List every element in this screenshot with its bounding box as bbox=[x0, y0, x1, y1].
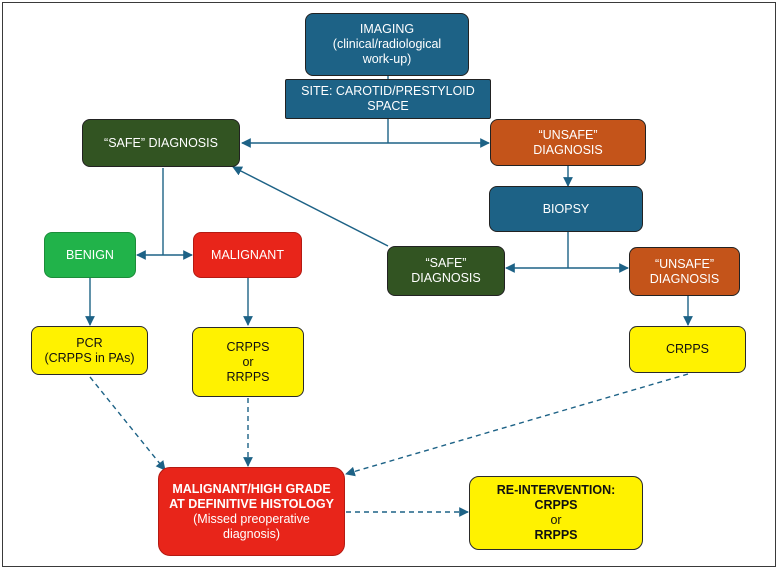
node-crpps-line1: CRPPS bbox=[665, 342, 710, 356]
node-malignant-high-grade-line2: AT DEFINITIVE HISTOLOGY bbox=[169, 496, 334, 511]
dashed-crpps2-malignant bbox=[345, 373, 689, 477]
node-unsafe-diagnosis-2: “UNSAFE” DIAGNOSIS bbox=[629, 247, 740, 296]
node-unsafe-diagnosis-1: “UNSAFE” DIAGNOSIS bbox=[490, 119, 646, 166]
node-safe-diagnosis-2-line1: “SAFE” bbox=[425, 256, 467, 270]
node-reintervention-line2: CRPPS bbox=[534, 498, 578, 512]
node-unsafe-diagnosis-2-line2: DIAGNOSIS bbox=[649, 271, 720, 286]
node-pcr-line1: PCR bbox=[76, 335, 103, 350]
node-reintervention-line4: RRPPS bbox=[534, 528, 578, 542]
node-malignant-high-grade-line3: (Missed preoperative bbox=[193, 511, 310, 526]
node-malignant-high-grade: MALIGNANT/HIGH GRADE AT DEFINITIVE HISTO… bbox=[158, 467, 345, 556]
node-crpps-or-rrpps-line1: CRPPS bbox=[226, 339, 270, 354]
node-crpps-or-rrpps-line3: RRPPS bbox=[226, 369, 270, 384]
node-site-line1: SITE: CAROTID/PRESTYLOID bbox=[301, 84, 475, 98]
node-malignant-line1: MALIGNANT bbox=[211, 247, 284, 262]
node-site-line2: SPACE bbox=[367, 99, 409, 113]
node-unsafe-diagnosis-1-line1: “UNSAFE” bbox=[538, 127, 598, 142]
node-imaging-line2: (clinical/radiological bbox=[332, 37, 442, 51]
node-unsafe-diagnosis-1-line2: DIAGNOSIS bbox=[533, 142, 603, 157]
node-imaging-line3: work-up) bbox=[362, 52, 412, 66]
dashed-pcr-malignant bbox=[89, 376, 166, 471]
arrow-safe2-safe1 bbox=[232, 166, 389, 247]
node-pcr: PCR (CRPPS in PAs) bbox=[31, 326, 148, 375]
node-site: SITE: CAROTID/PRESTYLOID SPACE bbox=[285, 79, 491, 119]
node-crpps-or-rrpps: CRPPS or RRPPS bbox=[192, 327, 304, 397]
node-benign-line1: BENIGN bbox=[66, 247, 114, 262]
node-pcr-line2: (CRPPS in PAs) bbox=[44, 350, 135, 365]
node-imaging-line1: IMAGING bbox=[359, 22, 415, 36]
node-crpps: CRPPS bbox=[629, 326, 746, 373]
node-malignant-high-grade-line4: diagnosis) bbox=[223, 526, 280, 541]
node-reintervention-line1: RE-INTERVENTION: bbox=[496, 483, 616, 497]
node-unsafe-diagnosis-2-line1: “UNSAFE” bbox=[654, 256, 715, 271]
node-biopsy-line1: BIOPSY bbox=[542, 201, 590, 216]
node-biopsy: BIOPSY bbox=[489, 186, 643, 232]
node-crpps-or-rrpps-line2: or bbox=[242, 354, 254, 369]
node-safe-diagnosis-1: “SAFE” DIAGNOSIS bbox=[82, 119, 240, 167]
node-imaging: IMAGING (clinical/radiological work-up) bbox=[305, 13, 469, 76]
node-malignant-high-grade-line1: MALIGNANT/HIGH GRADE bbox=[172, 481, 331, 496]
node-malignant: MALIGNANT bbox=[193, 232, 302, 278]
node-safe-diagnosis-2-line2: DIAGNOSIS bbox=[411, 271, 481, 285]
node-reintervention-line3: or bbox=[550, 513, 562, 527]
node-safe-diagnosis-1-line1: “SAFE” DIAGNOSIS bbox=[104, 135, 218, 150]
node-benign: BENIGN bbox=[44, 232, 136, 278]
node-reintervention: RE-INTERVENTION: CRPPS or RRPPS bbox=[469, 476, 643, 550]
node-safe-diagnosis-2: “SAFE” DIAGNOSIS bbox=[387, 246, 505, 296]
